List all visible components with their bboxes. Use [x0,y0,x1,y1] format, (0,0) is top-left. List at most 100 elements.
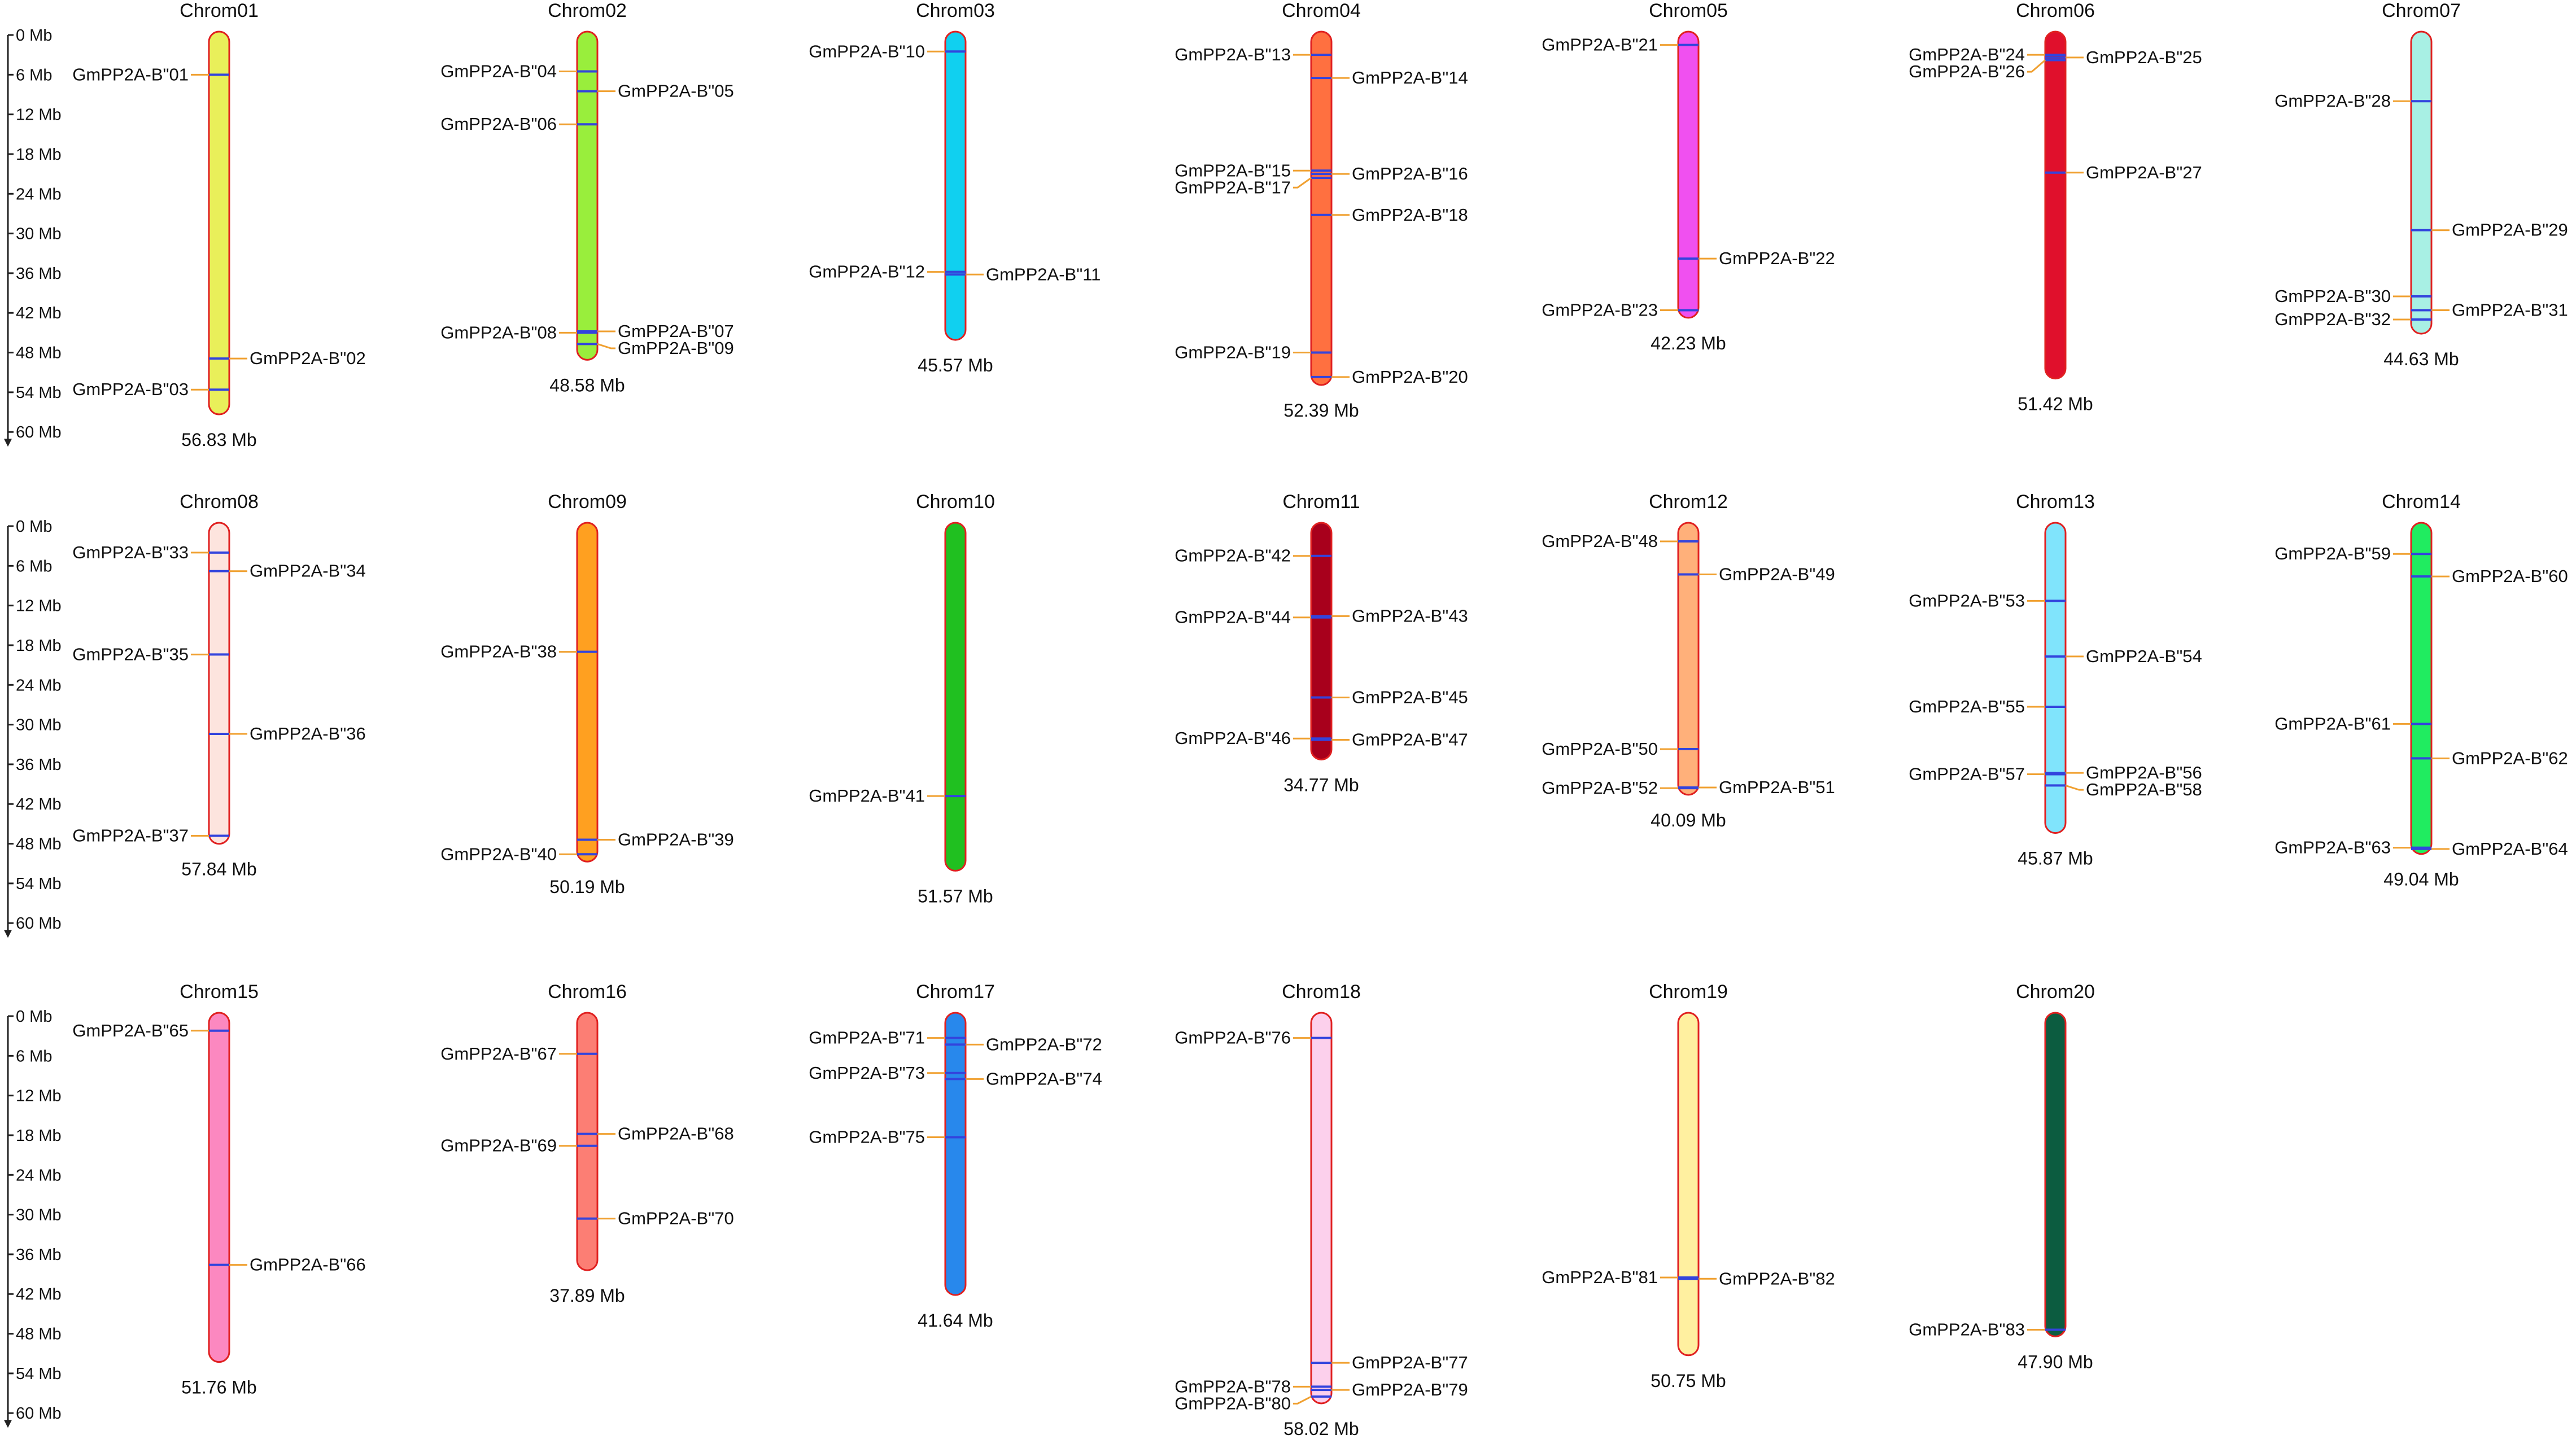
gene-label: GmPP2A-B"11 [986,264,1101,284]
chromosome-bar [2044,1012,2067,1337]
gene-label: GmPP2A-B"32 [2274,309,2391,329]
chromosome-bar [576,1012,599,1271]
gene-label: GmPP2A-B"46 [1175,728,1291,748]
axis-tick-label: 30 Mb [16,1206,62,1224]
gene-leader-line [597,343,615,349]
gene-label: GmPP2A-B"71 [809,1028,925,1048]
gene-label: GmPP2A-B"22 [1719,248,1835,268]
gene-label: GmPP2A-B"40 [440,844,557,864]
axis-tick-label: 30 Mb [16,716,62,734]
chromosome-length-label: 49.04 Mb [2383,869,2459,890]
axis-tick-label: 54 Mb [16,384,62,402]
gene-label: GmPP2A-B"79 [1352,1380,1468,1399]
axis-tick-label: 60 Mb [16,915,62,933]
gene-label: GmPP2A-B"64 [2452,839,2568,859]
axis-tick-label: 24 Mb [16,185,62,203]
axis-tick-label: 18 Mb [16,146,62,164]
gene-leader-line [2027,59,2046,73]
gene-label: GmPP2A-B"62 [2452,748,2568,768]
gene-label: GmPP2A-B"20 [1352,367,1468,387]
gene-label: GmPP2A-B"26 [1909,62,2025,81]
chromosome-bar [944,1012,967,1296]
gene-label: GmPP2A-B"41 [809,786,925,806]
chromosome-title: Chrom13 [2016,491,2095,513]
axis-tick-label: 0 Mb [16,27,52,45]
gene-label: GmPP2A-B"83 [1909,1320,2025,1340]
axis-tick-label: 36 Mb [16,756,62,774]
gene-leader-line [2065,784,2084,791]
gene-label: GmPP2A-B"05 [618,81,734,101]
gene-label: GmPP2A-B"53 [1909,590,2025,610]
gene-label: GmPP2A-B"50 [1542,739,1658,759]
axis-arrow [4,439,12,447]
chromosome-title: Chrom05 [1649,0,1728,21]
axis-tick-label: 6 Mb [16,557,52,575]
axis-tick-label: 60 Mb [16,1405,62,1423]
gene-label: GmPP2A-B"15 [1175,160,1291,180]
chromosome-length-label: 51.76 Mb [181,1377,256,1398]
gene-label: GmPP2A-B"70 [618,1209,734,1228]
chromosome-length-label: 57.84 Mb [181,859,256,880]
gene-label: GmPP2A-B"37 [72,825,189,845]
gene-label: GmPP2A-B"29 [2452,220,2568,240]
chromosome-bar [208,1012,230,1363]
gene-label: GmPP2A-B"23 [1542,300,1658,320]
gene-label: GmPP2A-B"24 [1909,45,2025,64]
chromosome-bar [576,30,599,361]
gene-label: GmPP2A-B"33 [72,543,189,562]
chromosome-length-label: 47.90 Mb [2018,1351,2093,1372]
axis-tick-label: 42 Mb [16,304,62,322]
chromosome-length-label: 51.57 Mb [918,886,993,906]
gene-label: GmPP2A-B"16 [1352,164,1468,183]
chromosome-length-label: 44.63 Mb [2383,349,2459,369]
axis-tick-label: 18 Mb [16,1127,62,1145]
chromosome-bar [2410,522,2433,855]
chromosome-title: Chrom02 [548,0,627,21]
chromosome-bar [2044,30,2067,380]
chromosome-bar [1310,522,1333,761]
gene-label: GmPP2A-B"67 [440,1044,557,1064]
gene-label: GmPP2A-B"73 [809,1063,925,1083]
axis-tick-label: 18 Mb [16,637,62,655]
gene-label: GmPP2A-B"59 [2274,544,2391,563]
axis-tick-label: 48 Mb [16,1325,62,1344]
gene-leader-line [1293,1395,1312,1405]
axis-tick-label: 30 Mb [16,225,62,243]
axis-tick-label: 48 Mb [16,835,62,854]
chromosome-bar [1677,30,1700,319]
axis-arrow [4,1420,12,1428]
chromosome-length-label: 58.02 Mb [1283,1419,1359,1439]
gene-label: GmPP2A-B"45 [1352,688,1468,707]
gene-label: GmPP2A-B"08 [440,322,557,342]
chromosome-length-label: 50.19 Mb [549,877,625,897]
chromosome-title: Chrom17 [916,981,995,1003]
chromosome-bar [1677,1012,1700,1357]
gene-label: GmPP2A-B"80 [1175,1393,1291,1413]
gene-label: GmPP2A-B"27 [2086,163,2202,182]
chromosome-bar [1310,30,1333,386]
axis-tick-label: 36 Mb [16,265,62,283]
axis-arrow [4,930,12,938]
chromosome-length-label: 51.42 Mb [2018,394,2093,414]
chromosome-bar [1310,1012,1333,1405]
chromosome-length-label: 50.75 Mb [1651,1371,1726,1391]
gene-label: GmPP2A-B"61 [2274,714,2391,733]
chromosome-length-label: 52.39 Mb [1283,400,1359,421]
gene-label: GmPP2A-B"17 [1175,177,1291,197]
chromosome-bar [1677,522,1700,796]
chromosome-bar [944,30,967,341]
gene-label: GmPP2A-B"09 [618,338,734,358]
gene-label: GmPP2A-B"04 [440,61,557,81]
chromosome-title: Chrom12 [1649,491,1728,513]
chromosome-length-label: 37.89 Mb [549,1285,625,1306]
gene-label: GmPP2A-B"02 [250,348,366,368]
axis-tick-label: 60 Mb [16,423,62,441]
chromosome-length-label: 42.23 Mb [1651,333,1726,353]
chromosome-title: Chrom10 [916,491,995,513]
chromosome-title: Chrom09 [548,491,627,513]
gene-label: GmPP2A-B"49 [1719,565,1835,584]
gene-label: GmPP2A-B"76 [1175,1028,1291,1048]
gene-label: GmPP2A-B"44 [1175,607,1291,627]
